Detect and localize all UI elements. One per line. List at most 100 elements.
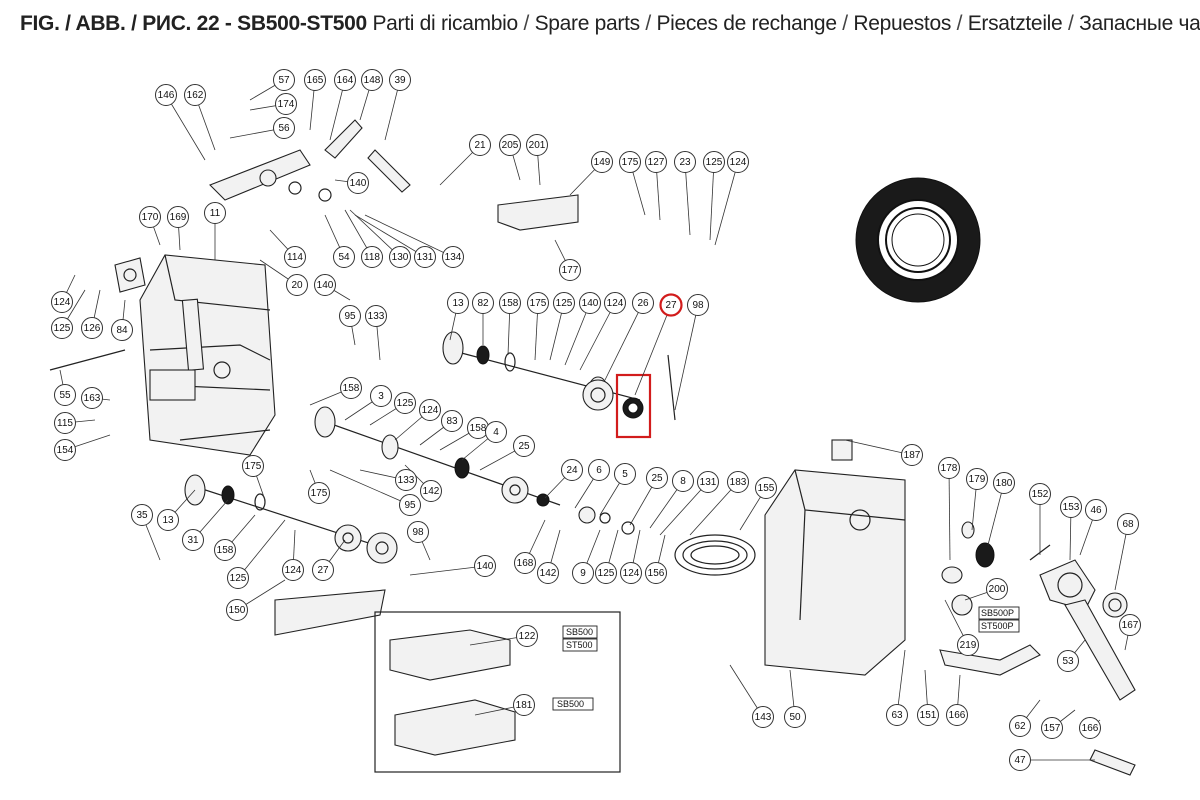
callout-146[interactable]: 146 [155,84,177,106]
callout-124[interactable]: 124 [727,151,749,173]
callout-154[interactable]: 154 [54,439,76,461]
callout-183[interactable]: 183 [727,471,749,493]
callout-155[interactable]: 155 [755,477,777,499]
callout-180[interactable]: 180 [993,472,1015,494]
callout-21[interactable]: 21 [469,134,491,156]
callout-143[interactable]: 143 [752,706,774,728]
callout-164[interactable]: 164 [334,69,356,91]
callout-55[interactable]: 55 [54,384,76,406]
callout-157[interactable]: 157 [1041,717,1063,739]
callout-27[interactable]: 27 [312,559,334,581]
callout-24[interactable]: 24 [561,459,583,481]
callout-23[interactable]: 23 [674,151,696,173]
callout-151[interactable]: 151 [917,704,939,726]
callout-187[interactable]: 187 [901,444,923,466]
callout-115[interactable]: 115 [54,412,76,434]
callout-124[interactable]: 124 [604,292,626,314]
callout-26[interactable]: 26 [632,292,654,314]
callout-54[interactable]: 54 [333,246,355,268]
callout-118[interactable]: 118 [361,246,383,268]
callout-125[interactable]: 125 [51,317,73,339]
callout-177[interactable]: 177 [559,259,581,281]
callout-125[interactable]: 125 [394,392,416,414]
callout-133[interactable]: 133 [365,305,387,327]
callout-158[interactable]: 158 [340,377,362,399]
callout-3[interactable]: 3 [370,385,392,407]
callout-179[interactable]: 179 [966,468,988,490]
callout-175[interactable]: 175 [619,151,641,173]
callout-168[interactable]: 168 [514,552,536,574]
callout-158[interactable]: 158 [467,417,489,439]
callout-124[interactable]: 124 [419,399,441,421]
callout-142[interactable]: 142 [537,562,559,584]
callout-39[interactable]: 39 [389,69,411,91]
callout-84[interactable]: 84 [111,319,133,341]
callout-219[interactable]: 219 [957,634,979,656]
callout-170[interactable]: 170 [139,206,161,228]
callout-133[interactable]: 133 [395,469,417,491]
callout-174[interactable]: 174 [275,93,297,115]
callout-6[interactable]: 6 [588,459,610,481]
callout-47[interactable]: 47 [1009,749,1031,771]
callout-158[interactable]: 158 [499,292,521,314]
callout-56[interactable]: 56 [273,117,295,139]
callout-166[interactable]: 166 [1079,717,1101,739]
callout-148[interactable]: 148 [361,69,383,91]
callout-114[interactable]: 114 [284,246,306,268]
callout-95[interactable]: 95 [339,305,361,327]
callout-205[interactable]: 205 [499,134,521,156]
callout-122[interactable]: 122 [516,625,538,647]
callout-13[interactable]: 13 [157,509,179,531]
callout-125[interactable]: 125 [227,567,249,589]
callout-142[interactable]: 142 [420,480,442,502]
callout-20[interactable]: 20 [286,274,308,296]
callout-125[interactable]: 125 [553,292,575,314]
callout-126[interactable]: 126 [81,317,103,339]
callout-46[interactable]: 46 [1085,499,1107,521]
callout-169[interactable]: 169 [167,206,189,228]
callout-165[interactable]: 165 [304,69,326,91]
callout-35[interactable]: 35 [131,504,153,526]
callout-140[interactable]: 140 [314,274,336,296]
callout-98[interactable]: 98 [687,294,709,316]
callout-27[interactable]: 27 [659,293,683,317]
callout-50[interactable]: 50 [784,706,806,728]
callout-175[interactable]: 175 [242,455,264,477]
callout-127[interactable]: 127 [645,151,667,173]
callout-201[interactable]: 201 [526,134,548,156]
callout-57[interactable]: 57 [273,69,295,91]
callout-130[interactable]: 130 [389,246,411,268]
callout-53[interactable]: 53 [1057,650,1079,672]
callout-162[interactable]: 162 [184,84,206,106]
callout-140[interactable]: 140 [579,292,601,314]
callout-124[interactable]: 124 [51,291,73,313]
callout-150[interactable]: 150 [226,599,248,621]
callout-140[interactable]: 140 [347,172,369,194]
callout-13[interactable]: 13 [447,292,469,314]
callout-167[interactable]: 167 [1119,614,1141,636]
callout-25[interactable]: 25 [513,435,535,457]
callout-68[interactable]: 68 [1117,513,1139,535]
callout-153[interactable]: 153 [1060,496,1082,518]
callout-98[interactable]: 98 [407,521,429,543]
callout-5[interactable]: 5 [614,463,636,485]
callout-149[interactable]: 149 [591,151,613,173]
callout-4[interactable]: 4 [485,421,507,443]
callout-134[interactable]: 134 [442,246,464,268]
callout-156[interactable]: 156 [645,562,667,584]
callout-31[interactable]: 31 [182,529,204,551]
callout-131[interactable]: 131 [697,471,719,493]
callout-11[interactable]: 11 [204,202,226,224]
callout-163[interactable]: 163 [81,387,103,409]
callout-131[interactable]: 131 [414,246,436,268]
callout-124[interactable]: 124 [620,562,642,584]
callout-181[interactable]: 181 [513,694,535,716]
callout-152[interactable]: 152 [1029,483,1051,505]
callout-178[interactable]: 178 [938,457,960,479]
callout-200[interactable]: 200 [986,578,1008,600]
callout-175[interactable]: 175 [308,482,330,504]
callout-8[interactable]: 8 [672,470,694,492]
callout-9[interactable]: 9 [572,562,594,584]
callout-124[interactable]: 124 [282,559,304,581]
callout-62[interactable]: 62 [1009,715,1031,737]
